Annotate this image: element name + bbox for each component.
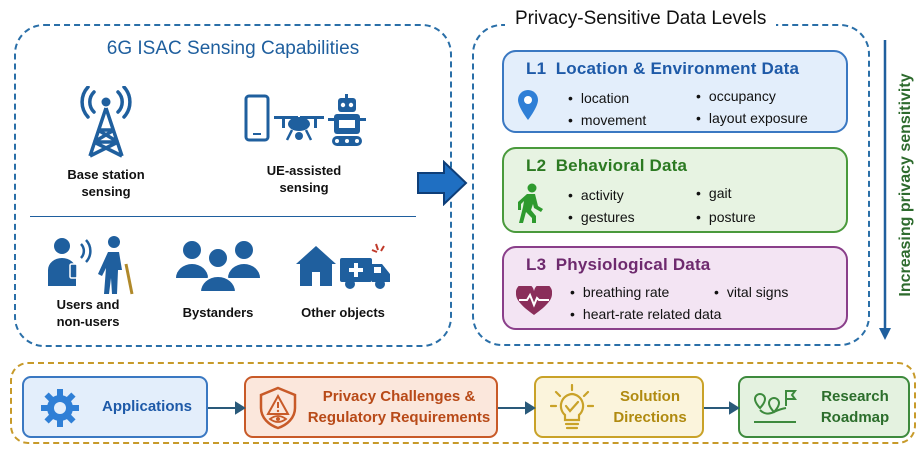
cap-label-bystanders: Bystanders (182, 305, 254, 320)
flow-arrow-icon (417, 160, 468, 206)
heart-pulse-icon (516, 286, 552, 315)
phone-drone-robot-icon (244, 94, 366, 146)
roadmap-icon (753, 390, 797, 423)
pipeline-arrows (208, 401, 740, 415)
cap-label-other-objects: Other objects (301, 305, 385, 320)
level-bullet: movement (568, 112, 646, 128)
level-bullet: location (568, 90, 629, 106)
divider (30, 216, 416, 217)
sensitivity-label: Increasing privacy sensitivity (897, 73, 914, 297)
sensitivity-arrow-icon (879, 40, 891, 340)
step-label: Applications (101, 398, 192, 415)
group-icon (176, 241, 260, 292)
level-bullet: breathing rate (570, 284, 669, 300)
level-name: Behavioral Data (555, 156, 688, 175)
walking-person-icon (518, 183, 543, 223)
level-bullet: layout exposure (696, 110, 808, 126)
step-label: Solution Directions (613, 388, 687, 426)
level-bullet: gait (696, 185, 732, 201)
pipeline-panel (10, 362, 916, 444)
shield-eye-icon (259, 386, 297, 430)
level-card-l2: L2 Behavioral Data activity gait gesture… (502, 147, 848, 233)
cap-label-users: Users and non-users (56, 297, 120, 329)
level-bullet: heart-rate related data (570, 306, 722, 322)
levels-title: Privacy-Sensitive Data Levels (505, 8, 777, 30)
level-bullet: activity (568, 187, 624, 203)
capabilities-title: 6G ISAC Sensing Capabilities (106, 38, 360, 59)
level-bullet: gestures (568, 209, 635, 225)
level-name: Physiological Data (555, 255, 711, 274)
level-code: L1 (526, 59, 547, 78)
step-label: Research Roadmap (820, 388, 890, 426)
step-label: Privacy Challenges & Regulatory Requirem… (307, 388, 491, 426)
step-solution-directions: Solution Directions (534, 376, 704, 438)
level-card-l3: L3 Physiological Data breathing rate vit… (502, 246, 848, 330)
cap-label-base-station: Base station sensing (67, 167, 145, 199)
people-icon (48, 236, 134, 295)
step-applications: Applications (22, 376, 208, 438)
level-bullet: vital signs (714, 284, 788, 300)
cell-tower-icon (80, 86, 132, 158)
step-privacy-challenges: Privacy Challenges & Regulatory Requirem… (244, 376, 498, 438)
level-code: L3 (526, 255, 547, 274)
level-bullet: posture (696, 209, 756, 225)
cap-label-ue-assisted: UE-assisted sensing (266, 163, 342, 195)
gear-icon (41, 389, 79, 427)
location-pin-icon (518, 90, 538, 120)
level-card-l1: L1 Location & Environment Data location … (502, 50, 848, 133)
level-code: L2 (526, 156, 547, 175)
lightbulb-icon (550, 384, 594, 430)
level-name: Location & Environment Data (555, 59, 800, 78)
level-bullet: occupancy (696, 88, 776, 104)
step-research-roadmap: Research Roadmap (738, 376, 910, 438)
house-ambulance-icon (296, 243, 390, 289)
